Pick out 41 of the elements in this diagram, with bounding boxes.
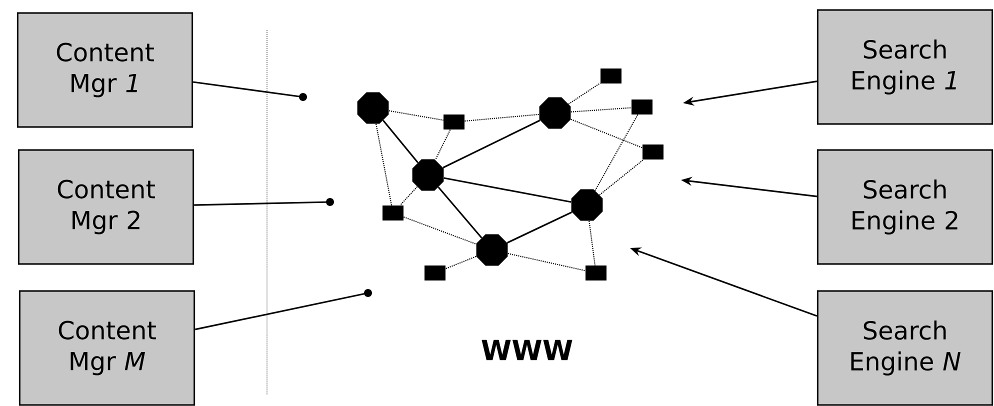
dotted-link	[594, 114, 638, 191]
dotted-link	[404, 216, 476, 245]
hub-node	[476, 234, 508, 266]
dotted-link	[400, 186, 418, 206]
dotted-link	[599, 159, 644, 196]
dotted-link	[568, 82, 601, 105]
search-engine-box: Search Engine 2	[816, 149, 994, 265]
page-square	[424, 266, 446, 280]
dotted-link	[570, 118, 642, 148]
page-square	[382, 206, 404, 220]
link-line	[438, 186, 482, 238]
search-engine-box: Search Engine 1	[816, 9, 994, 125]
content-manager-box: Content Mgr M	[18, 290, 196, 406]
network-label: WWW	[482, 340, 572, 360]
dotted-link	[446, 256, 476, 270]
hub-node	[357, 92, 389, 124]
page-square	[600, 68, 622, 84]
dotted-link	[388, 110, 444, 121]
dotted-link	[588, 220, 596, 266]
hub-node	[539, 97, 571, 129]
page-square	[444, 114, 464, 130]
connector-line	[194, 289, 372, 330]
page-square	[642, 144, 664, 160]
hub-node	[412, 159, 444, 191]
link-line	[444, 177, 572, 203]
dotted-link	[434, 129, 451, 160]
link-line	[506, 212, 572, 244]
search-engine-box: Search Engine N	[816, 290, 994, 406]
page-square	[586, 266, 606, 280]
content-manager-box: Content Mgr 2	[18, 149, 194, 265]
link-line	[382, 120, 418, 164]
link-line	[442, 120, 540, 168]
page-square	[632, 100, 652, 114]
hub-node	[571, 189, 603, 221]
dotted-link	[464, 114, 540, 122]
dotted-link	[508, 252, 586, 272]
connector-line	[194, 198, 334, 206]
dotted-link	[376, 124, 392, 206]
content-manager-box: Content Mgr 1	[16, 12, 194, 128]
dotted-link	[570, 107, 632, 112]
connector-line	[192, 81, 307, 101]
